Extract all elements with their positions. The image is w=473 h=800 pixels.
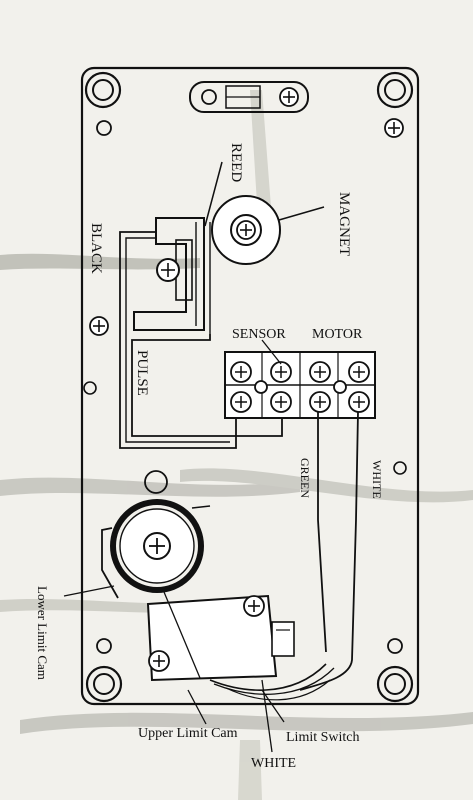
black-label: BLACK [88, 223, 104, 274]
cam-arm [191, 505, 211, 509]
white-right-label: WHITE [370, 460, 384, 499]
small-hole [144, 470, 168, 494]
reed-label: REED [228, 143, 244, 182]
lower-limit-cam-label: Lower Limit Cam [35, 586, 50, 680]
limit-switch-leader [261, 689, 285, 723]
small-hole [393, 461, 407, 475]
screw-icon [279, 87, 299, 107]
screw-icon [89, 316, 109, 336]
reed-leader [204, 161, 223, 227]
small-hole [83, 381, 97, 395]
small-hole [96, 120, 112, 136]
green-wire [317, 412, 327, 653]
sensor-leader [261, 339, 282, 365]
switch-wire [209, 663, 327, 691]
upper-cam-leader [163, 591, 201, 679]
small-hole [96, 638, 112, 654]
upper-cam-leader [187, 689, 207, 725]
screw-icon [243, 595, 265, 617]
white-bottom-label: WHITE [251, 756, 296, 771]
black-wire-inner [125, 237, 230, 443]
limit-switch [146, 594, 295, 682]
white-wire [299, 411, 359, 691]
pulse-wire [131, 334, 283, 437]
magnet-disc [211, 195, 281, 265]
mounting-hole-bottom-right [376, 665, 414, 703]
top-slot-bracket [189, 81, 309, 113]
terminal-screw-slots [235, 366, 365, 408]
mounting-plate [80, 66, 420, 706]
limit-switch-label: Limit Switch [286, 730, 360, 745]
paper-stains [0, 90, 473, 800]
magnet-leader [278, 206, 325, 221]
white-bottom-leader [261, 679, 273, 753]
pulse-label: PULSE [134, 350, 150, 396]
cam-arm [101, 527, 119, 599]
screw-icon [148, 650, 170, 672]
small-hole [387, 638, 403, 654]
mounting-hole-bottom-left [85, 665, 123, 703]
screw-icon [384, 118, 404, 138]
upper-limit-cam-label: Upper Limit Cam [138, 726, 238, 741]
sensor-label: SENSOR [232, 327, 286, 342]
switch-wire [225, 679, 331, 701]
lower-cam-leader [63, 585, 115, 597]
lower-limit-cam [110, 499, 204, 593]
mounting-hole-top-right [376, 71, 414, 109]
magnet-label: MAGNET [336, 192, 352, 256]
motor-label: MOTOR [312, 327, 363, 342]
green-label: GREEN [298, 458, 312, 498]
screw-icon [156, 258, 180, 282]
mounting-hole-top-left [84, 71, 122, 109]
